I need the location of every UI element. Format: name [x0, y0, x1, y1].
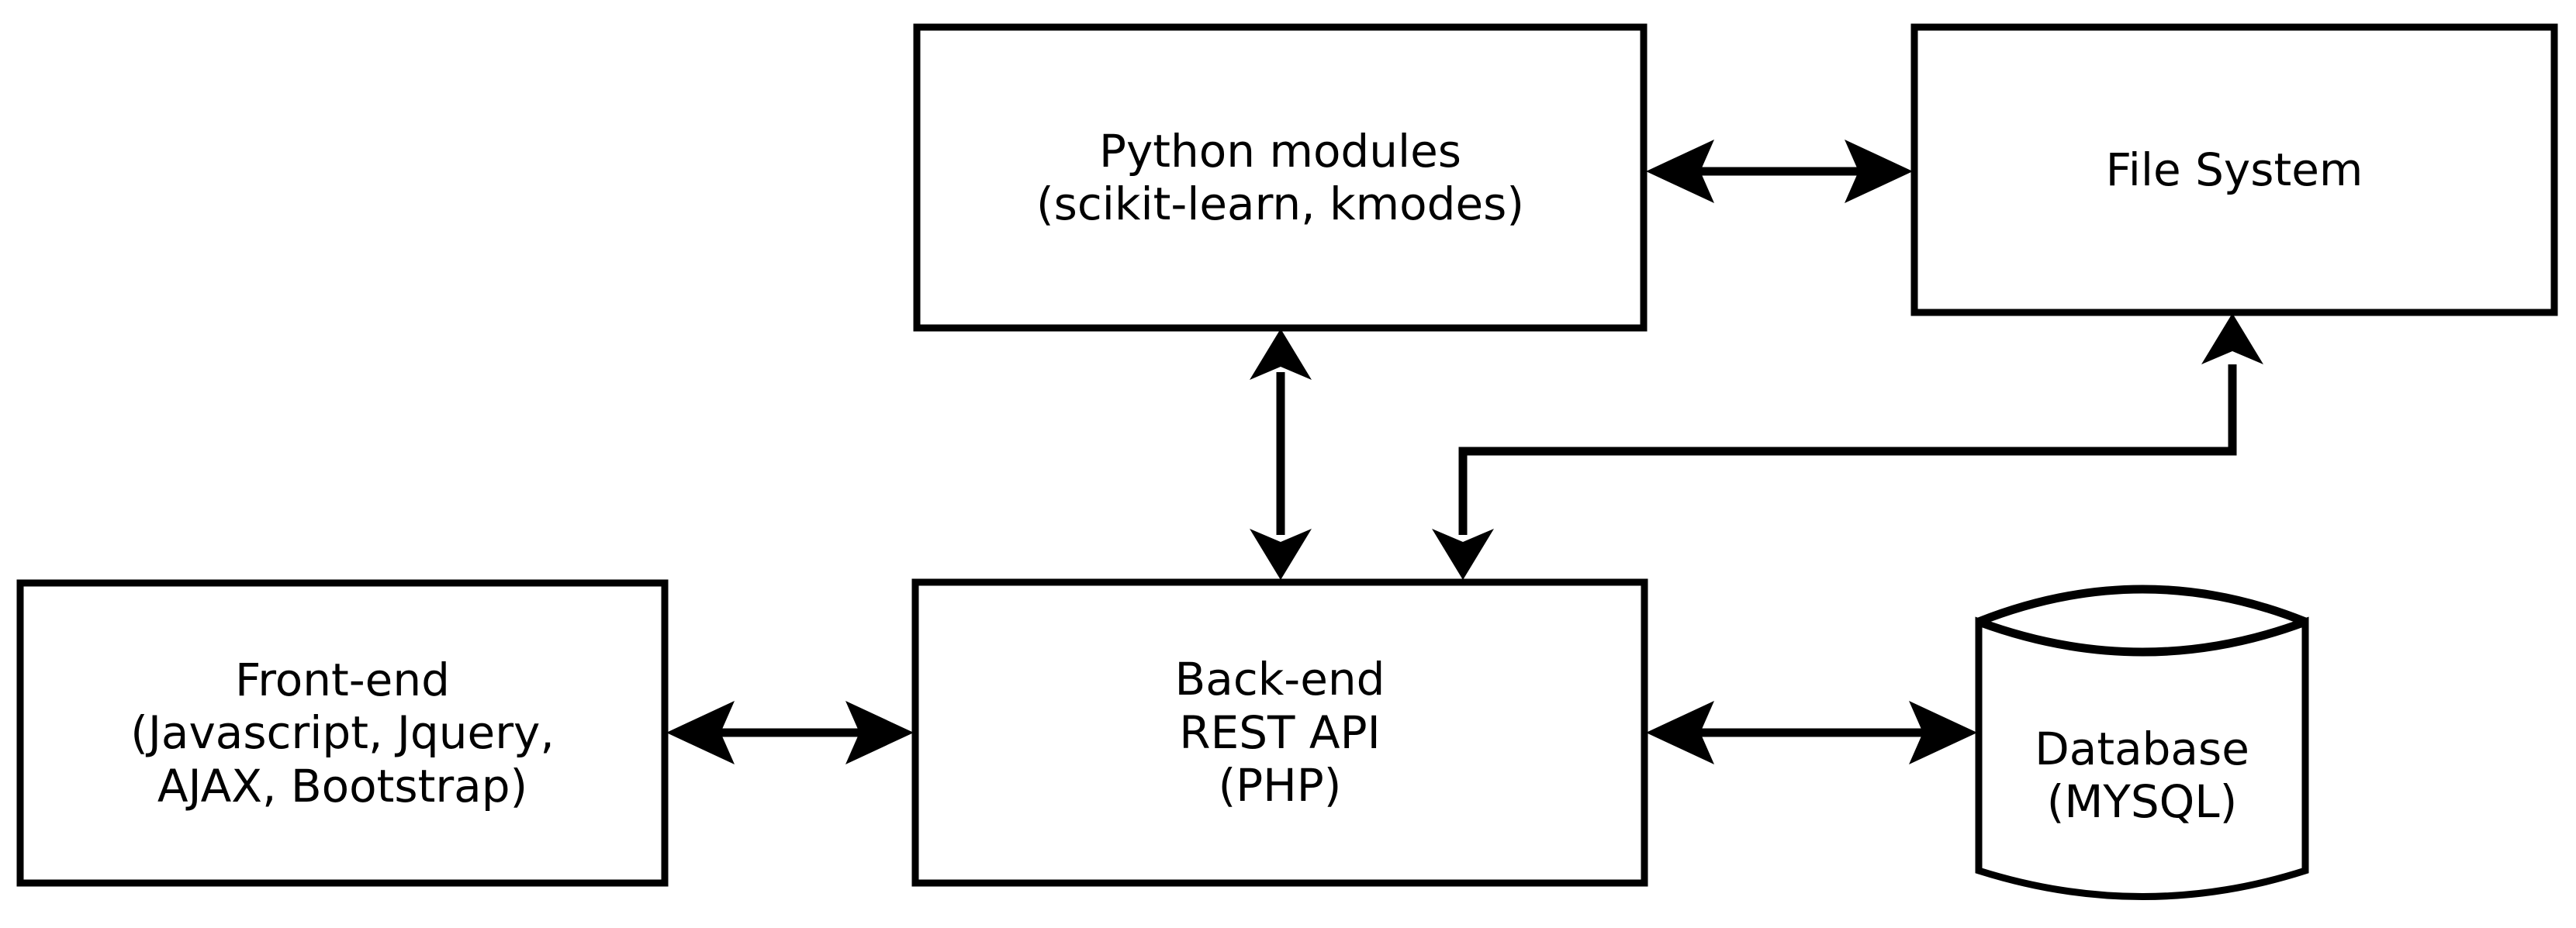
connector-backend-filesystem — [1432, 313, 2263, 580]
node-database-shape[interactable] — [1975, 585, 2309, 900]
node-file-system-shape[interactable] — [1910, 23, 2558, 316]
node-back-end-shape[interactable] — [911, 578, 1648, 887]
connector-python-filesystem — [1646, 140, 1913, 203]
connector-python-backend — [1250, 329, 1312, 580]
node-python-modules-shape[interactable] — [913, 23, 1648, 332]
connector-frontend-backend — [666, 701, 914, 764]
node-front-end-shape[interactable] — [16, 579, 669, 887]
connector-backend-database — [1646, 701, 1977, 764]
